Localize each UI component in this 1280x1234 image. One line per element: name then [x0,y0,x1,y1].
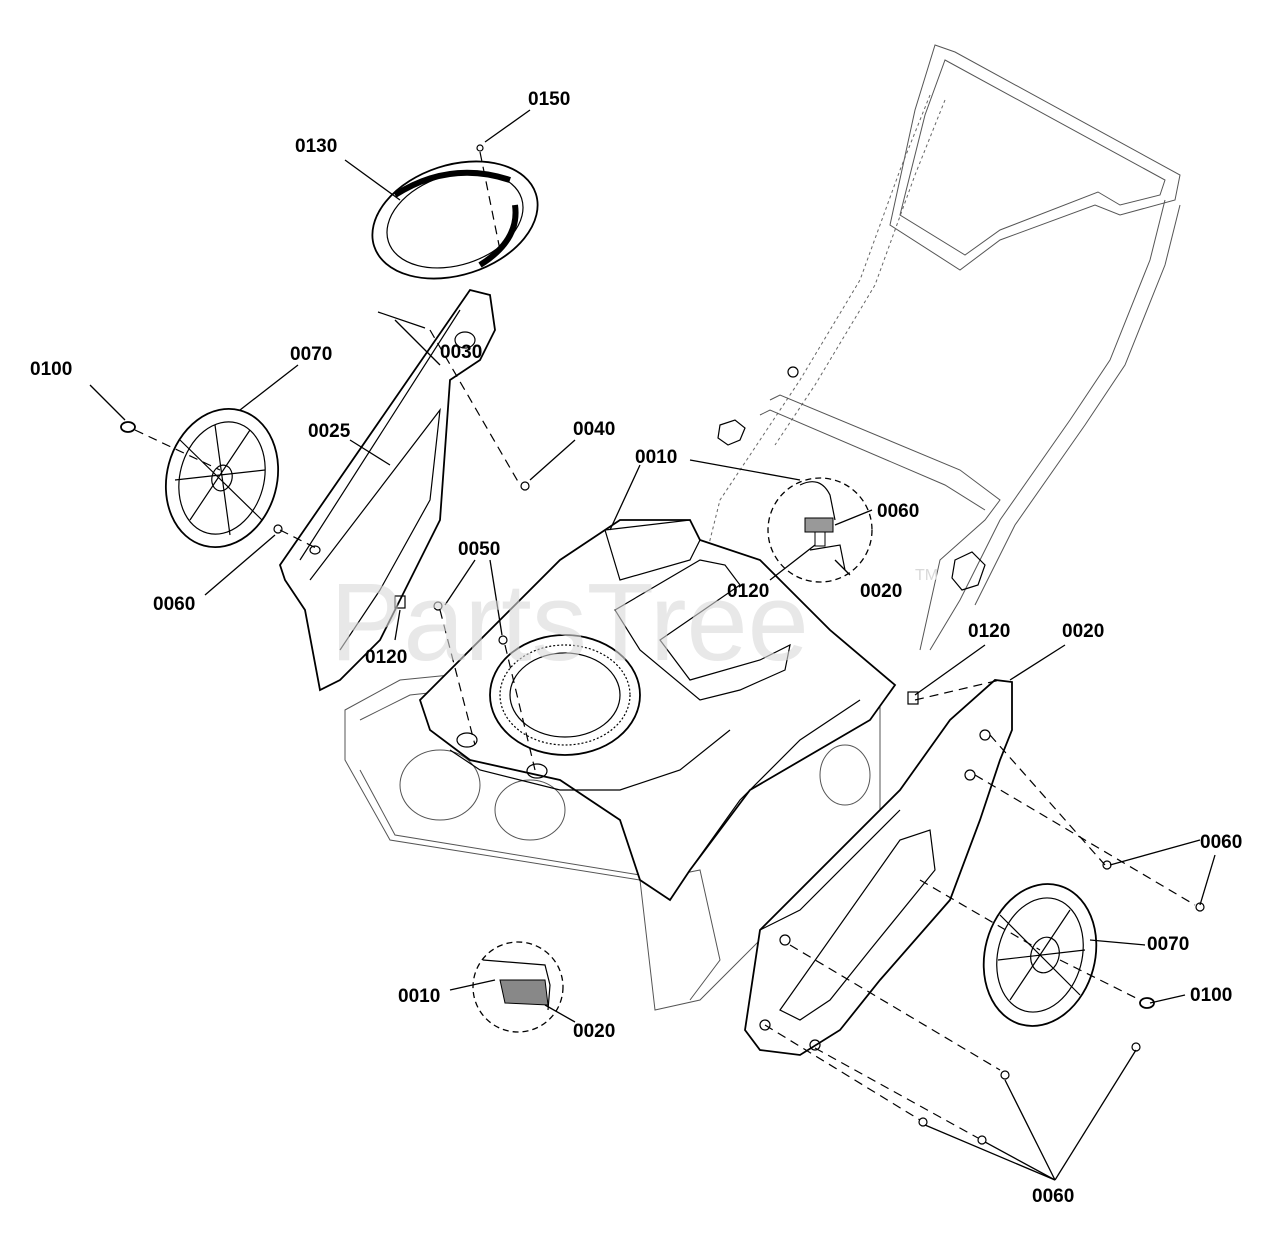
label-0120-detail: 0120 [727,581,769,602]
label-0060-detail: 0060 [877,501,919,522]
hardware [120,144,1205,1145]
label-0150: 0150 [528,89,570,110]
label-0020-lower-detail: 0020 [573,1021,615,1042]
label-0130: 0130 [295,136,337,157]
label-0120-right: 0120 [968,621,1010,642]
label-0010-detail: 0010 [398,986,440,1007]
bolt-0050-a [433,601,443,611]
label-0020-detail: 0020 [860,581,902,602]
bolt-0060-r3 [1131,1042,1141,1052]
shoulder-bolt-0030 [377,311,426,329]
shroud-0010 [418,519,897,902]
deflector-ring-0130 [371,160,539,280]
nut-0040 [520,481,530,491]
assembly-lines [134,151,1196,1139]
bolt-0060-r4 [1000,1070,1010,1080]
label-0060-bottom: 0060 [1032,1186,1074,1207]
wheel-right-0070 [982,883,1098,1027]
label-0020-right: 0020 [1062,621,1104,642]
label-0050: 0050 [458,539,500,560]
bolt-0050-b [498,635,508,645]
label-0060-right-top: 0060 [1200,832,1242,853]
bolt-0060-r5 [918,1117,928,1127]
watermark-trademark: TM [915,567,938,584]
label-0070-right: 0070 [1147,934,1189,955]
label-0120-left: 0120 [365,647,407,668]
hub-cap-0100-right [1139,997,1155,1009]
screw-0150 [476,144,484,152]
side-cover-right-0020 [744,679,1013,1056]
handle-assembly [699,44,1181,651]
detail-circle-lower [472,941,564,1033]
label-0070-left: 0070 [290,344,332,365]
label-0030: 0030 [440,342,482,363]
bolt-0060-r6 [977,1135,987,1145]
part-labels: 0150 0130 0100 0070 0030 0025 0040 0010 … [30,89,1242,1207]
label-0010-top: 0010 [635,447,677,468]
clip-0120-left [394,595,406,609]
label-0060-left: 0060 [153,594,195,615]
clip-0120-right [907,691,919,705]
label-0100-left: 0100 [30,359,72,380]
watermark-text: PartsTree [330,561,809,684]
label-0100-right: 0100 [1190,985,1232,1006]
label-0040: 0040 [573,419,615,440]
label-0025: 0025 [308,421,351,442]
leader-lines [89,109,1216,1181]
hub-cap-0100-left [120,421,136,433]
detail-circle-upper [767,477,873,583]
wheel-left-0070 [164,408,280,548]
bolt-0060-left [273,524,283,534]
side-cover-left-0025 [279,288,496,692]
